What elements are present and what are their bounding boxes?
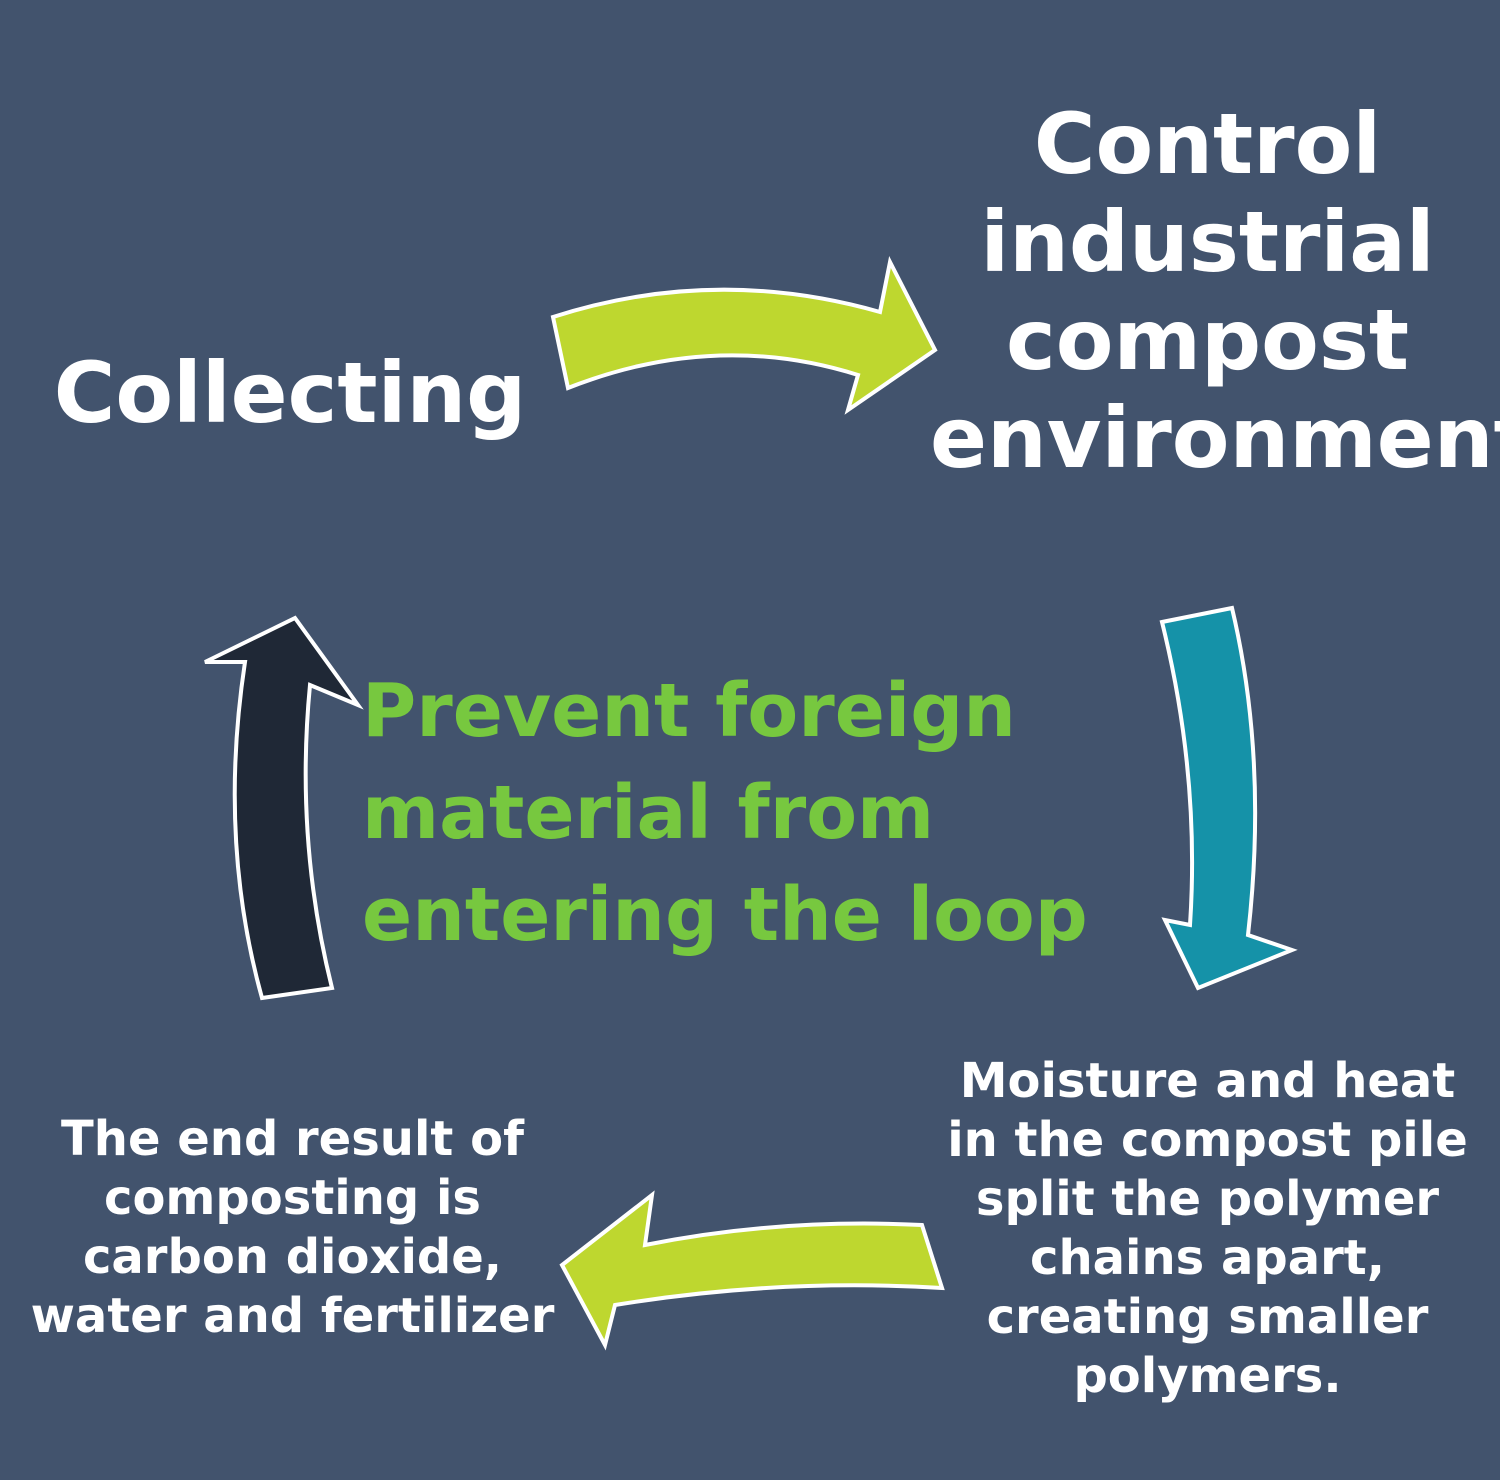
step-collecting: Collecting xyxy=(53,344,527,442)
arrow-right-down-icon xyxy=(1159,605,1298,991)
step-moisture-heat: Moisture and heat in the compost pile sp… xyxy=(947,1053,1468,1404)
arrow-left-up-icon xyxy=(204,615,364,1001)
center-caption: Prevent foreign material from entering t… xyxy=(362,668,1088,958)
step-end-result: The end result of composting is carbon d… xyxy=(30,1111,555,1344)
arrow-bottom-left-icon xyxy=(559,1190,945,1351)
arrow-top-icon xyxy=(550,255,938,415)
step-control-environment: Control industrial compost environment xyxy=(930,95,1500,487)
